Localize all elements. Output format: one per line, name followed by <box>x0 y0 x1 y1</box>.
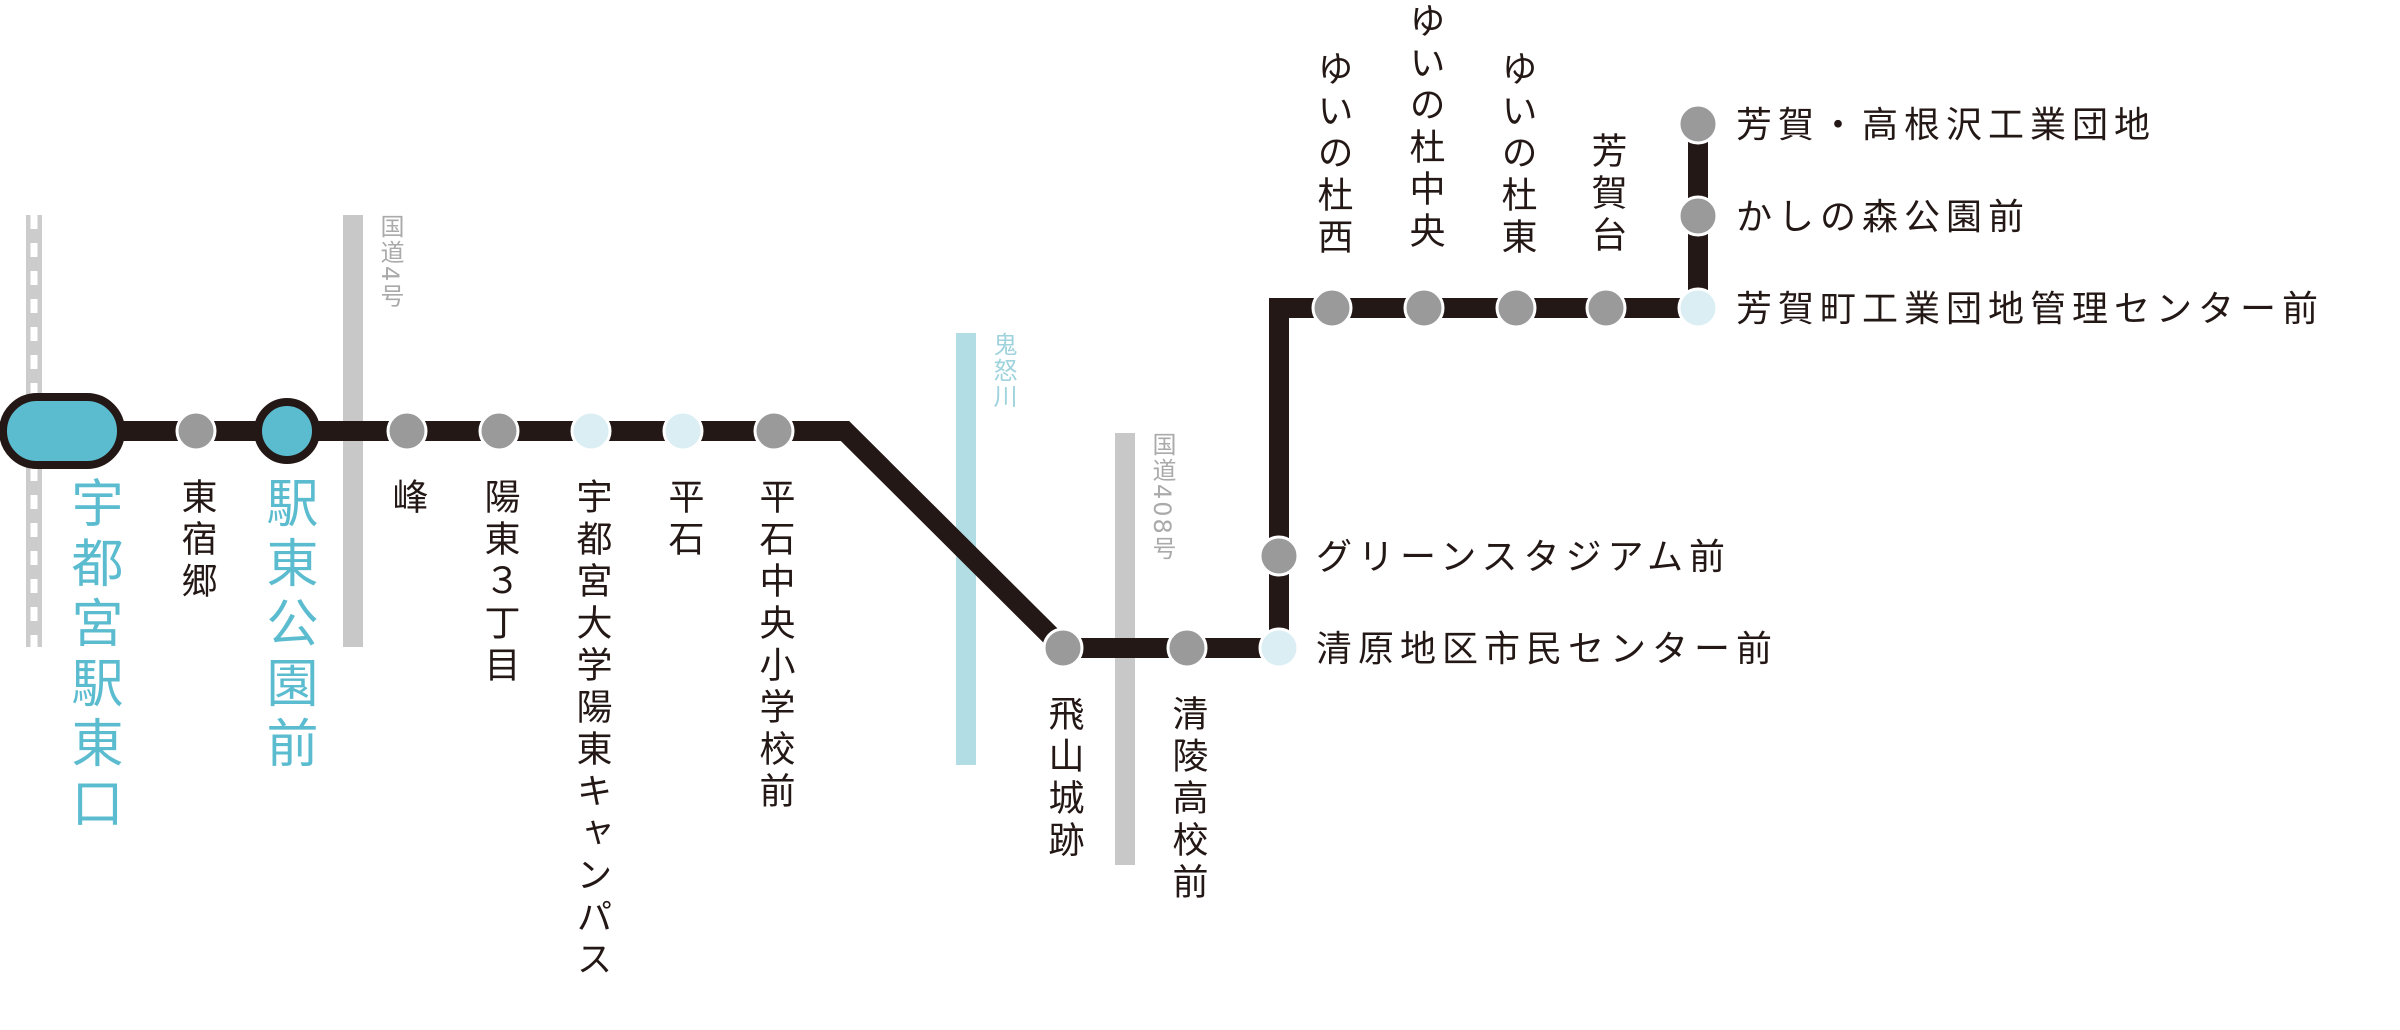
station-label-yuinomori-east: ゆいの杜東 <box>1496 50 1537 260</box>
station-label-ekihigashi-park: 駅東公園前 <box>257 476 317 776</box>
station-label-hiraishi: 平石 <box>663 478 705 562</box>
station-label-yuinomori-west: ゆいの杜西 <box>1312 50 1353 260</box>
station-label-haga-takanezawa: 芳賀・高根沢工業団地 <box>1736 105 2156 146</box>
station-marker-yuinomori-west[interactable] <box>1311 287 1353 329</box>
kinugawa-label: 鬼怒川 <box>989 332 1017 410</box>
station-marker-mine[interactable] <box>386 410 428 452</box>
station-label-kiyohara: 清原地区市民センター前 <box>1316 629 1778 670</box>
station-label-utsunomiya-east: 宇都宮駅東口 <box>62 476 122 836</box>
station-marker-seiryo[interactable] <box>1166 627 1208 669</box>
station-marker-kashinomori[interactable] <box>1677 195 1719 237</box>
station-label-higashi-shukugo: 東宿郷 <box>176 478 217 604</box>
station-marker-haga-center[interactable] <box>1677 287 1719 329</box>
station-label-kashinomori: かしの森公園前 <box>1736 197 2030 238</box>
station-marker-green-stadium[interactable] <box>1258 535 1300 577</box>
station-label-hiraishi-chuo: 平石中央小学校前 <box>754 478 796 814</box>
station-marker-utsunomiya-univ[interactable] <box>570 410 612 452</box>
station-marker-hiraishi[interactable] <box>662 410 704 452</box>
station-marker-yuinomori-east[interactable] <box>1495 287 1537 329</box>
station-marker-utsunomiya-east[interactable] <box>0 393 125 469</box>
station-label-haga-center: 芳賀町工業団地管理センター前 <box>1736 289 2324 330</box>
station-label-yoto-3: 陽東３丁目 <box>479 478 520 688</box>
station-label-seiryo: 清陵高校前 <box>1167 695 1208 905</box>
station-marker-tobiyama[interactable] <box>1042 627 1084 669</box>
station-marker-haga-takanezawa[interactable] <box>1677 103 1719 145</box>
station-label-hagadai: 芳賀台 <box>1586 132 1627 258</box>
station-label-green-stadium: グリーンスタジアム前 <box>1316 537 1731 578</box>
route408-label: 国道408号 <box>1148 432 1176 562</box>
station-marker-hagadai[interactable] <box>1585 287 1627 329</box>
station-marker-kiyohara[interactable] <box>1258 627 1300 669</box>
station-marker-hiraishi-chuo[interactable] <box>753 410 795 452</box>
station-marker-ekihigashi-park[interactable] <box>254 398 320 464</box>
station-label-yuinomori-central: ゆいの杜中央 <box>1404 2 1445 254</box>
station-marker-yoto-3[interactable] <box>478 410 520 452</box>
station-label-mine: 峰 <box>387 478 428 520</box>
station-marker-yuinomori-central[interactable] <box>1403 287 1445 329</box>
station-marker-higashi-shukugo[interactable] <box>175 410 217 452</box>
route4-label: 国道4号 <box>376 214 404 309</box>
station-label-tobiyama: 飛山城跡 <box>1043 695 1084 863</box>
station-label-utsunomiya-univ: 宇都宮大学陽東キャンパス <box>571 478 613 982</box>
